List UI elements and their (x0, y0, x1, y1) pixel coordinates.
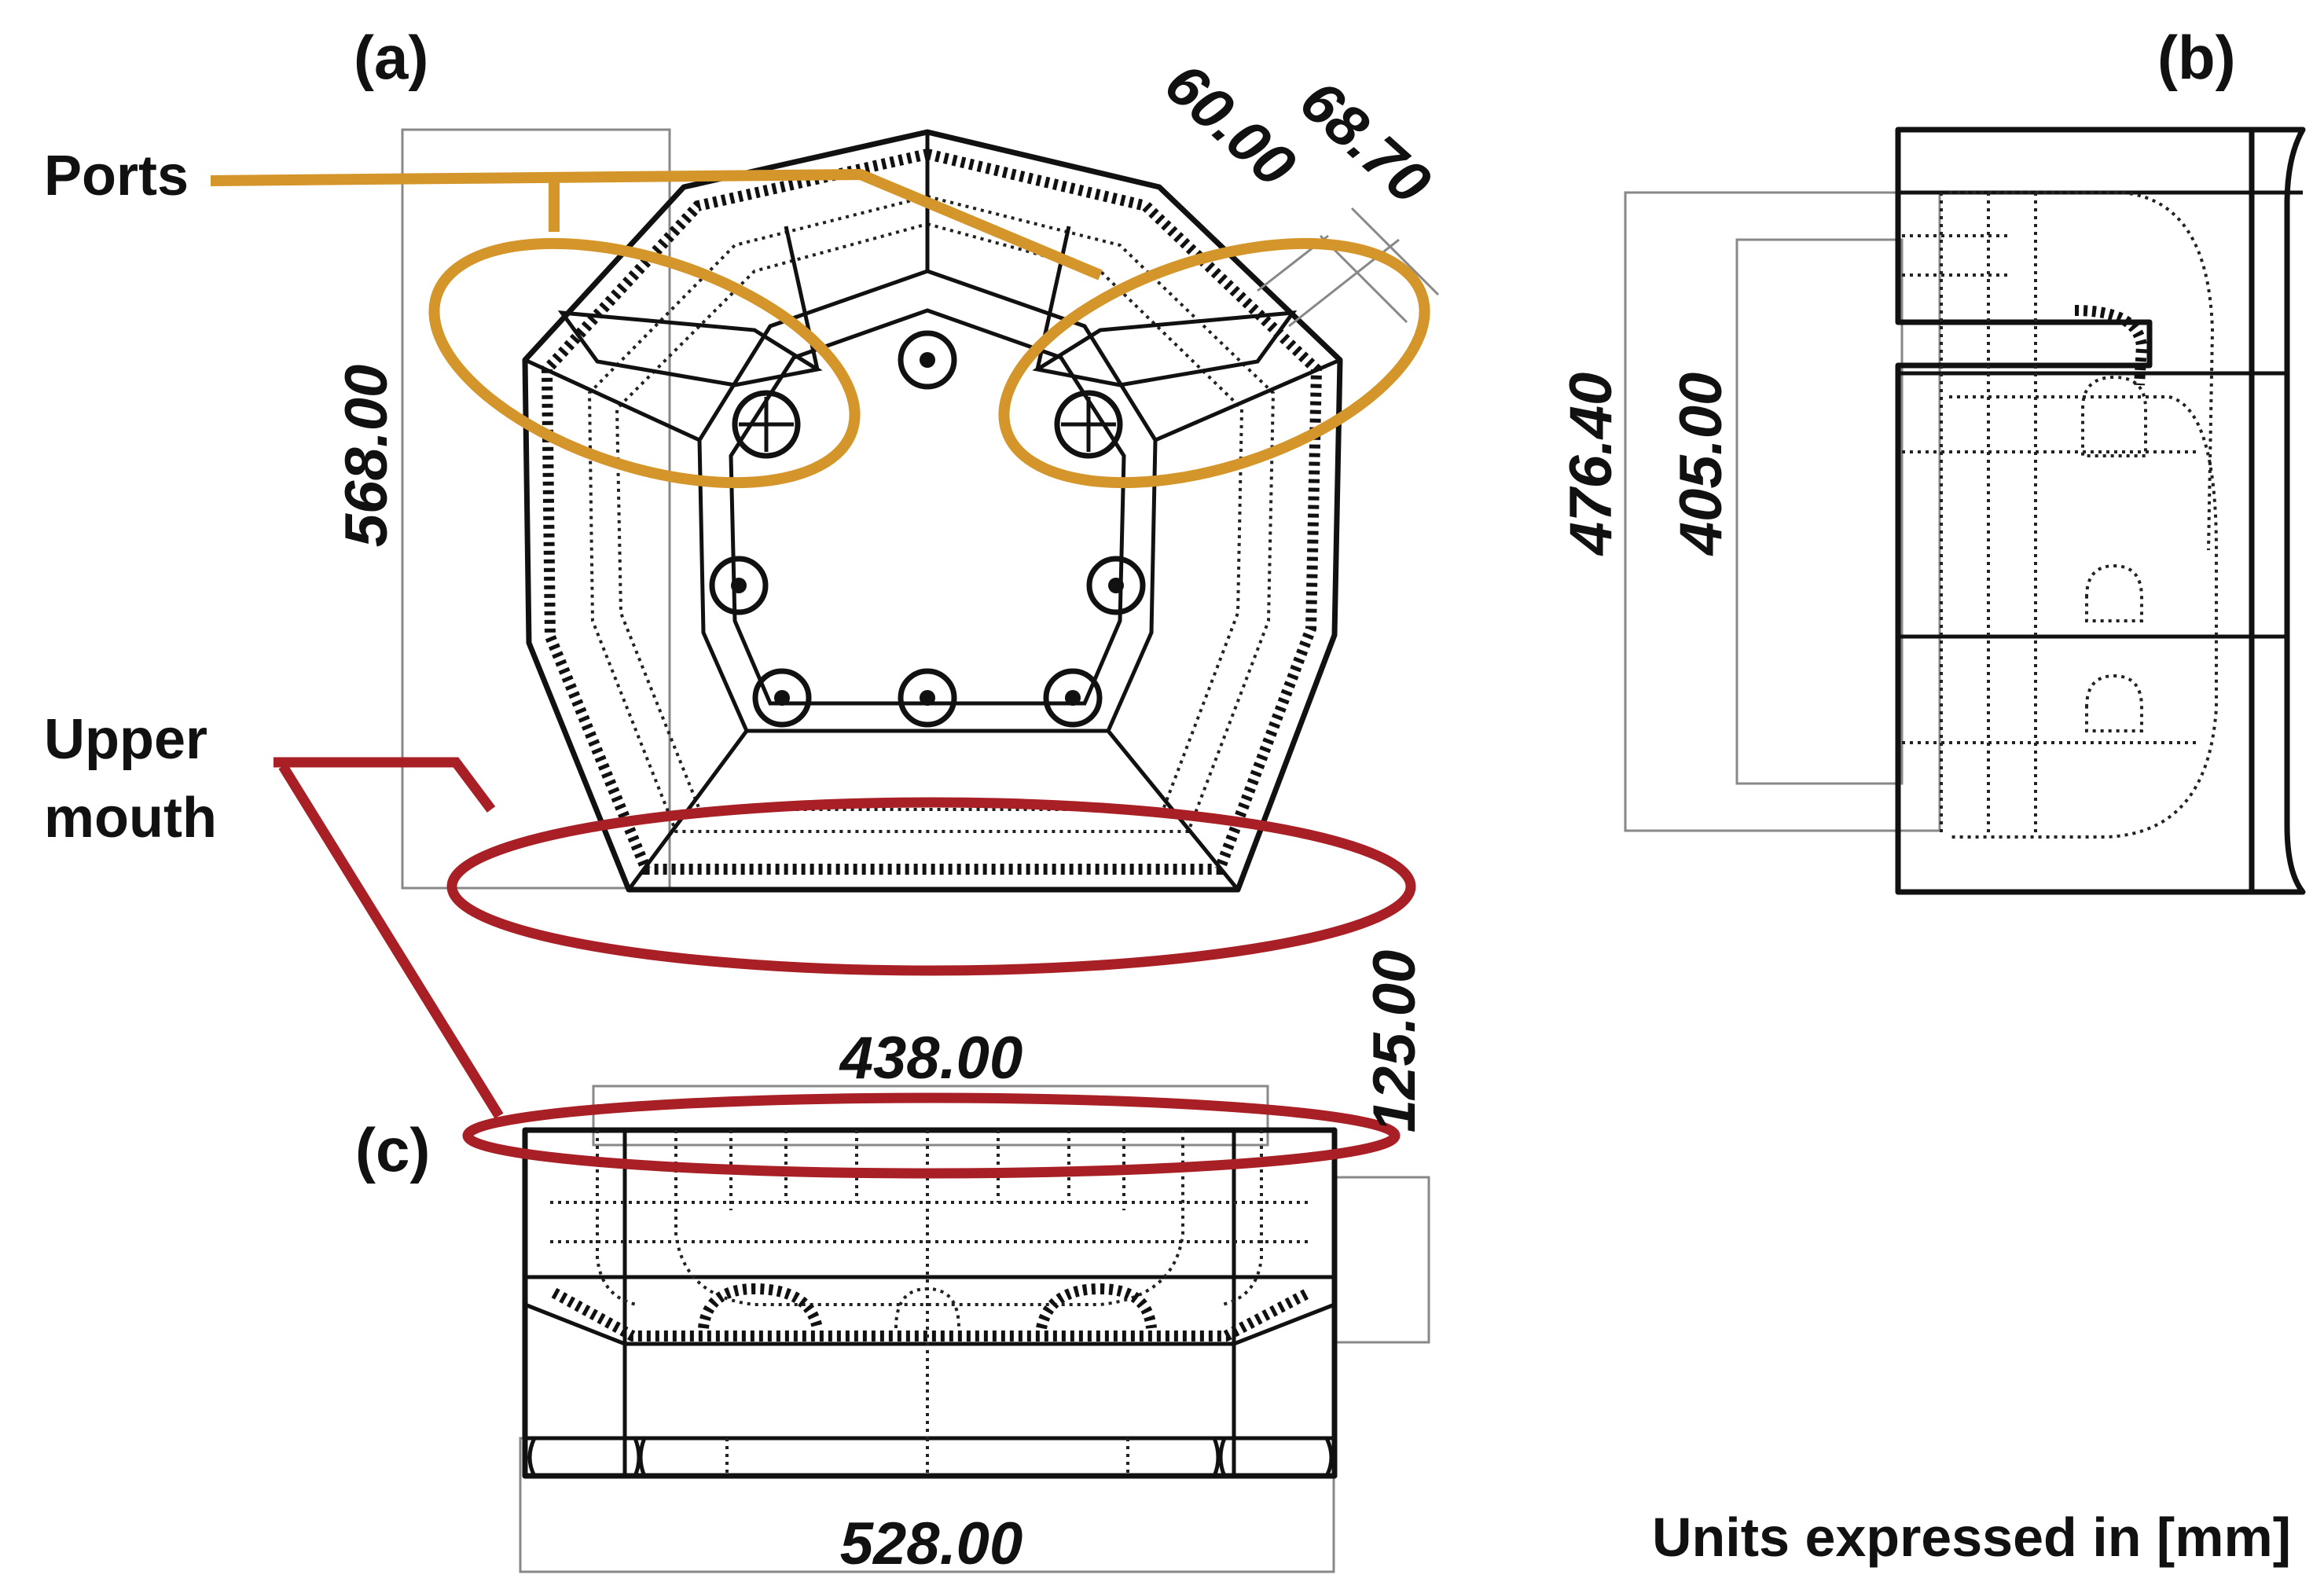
port-hole-left (732, 390, 801, 459)
panel-a-inner-ring-1 (587, 194, 1276, 833)
panel-a-outer-wall (522, 129, 1343, 893)
panel-c-floor-line (524, 1302, 1335, 1346)
panel-c-hidden-horizontals (550, 1201, 1309, 1243)
upper-mouth-callout (274, 757, 1416, 1119)
dim-476-4: 476.40 (1558, 373, 1625, 556)
panel-a-bounding-frame (401, 128, 671, 890)
panel-label-a: (a) (354, 23, 428, 92)
panel-a-radial-right-upper (1155, 358, 1341, 442)
ports-callout (210, 169, 1430, 489)
dim-60: 60.00 (1152, 50, 1308, 200)
upper-mouth-ellipse-front (462, 1092, 1401, 1179)
panel-c-knob-center (894, 1287, 960, 1329)
panel-a-wall-dots (541, 148, 1323, 875)
panel-b-inner-dim-frame (1735, 238, 1904, 785)
panel-b-hidden-curve-body (1949, 395, 2218, 839)
panel-c-knob-right (1036, 1283, 1157, 1330)
ports-ellipse-left (428, 237, 861, 489)
panel-b-knob-3 (2085, 674, 2143, 732)
dim-line-port-d (1350, 207, 1440, 296)
panel-c-base-hidden (725, 1438, 1129, 1476)
panel-b-port-knob-1 (2081, 375, 2147, 457)
port-hole-right (1054, 390, 1123, 459)
dim-125: 125.00 (1361, 950, 1428, 1132)
panel-b-hidden-horizontals (1902, 234, 2201, 744)
hole-right-mid (1086, 556, 1146, 615)
dim-528: 528.00 (840, 1510, 1022, 1577)
upper-mouth-label-line2: mouth (44, 787, 217, 850)
panel-c-knob-left (698, 1283, 823, 1330)
panel-a-inner-ring-2 (615, 222, 1244, 811)
hole-left-mid (709, 556, 769, 615)
panel-c-side-dim-frame (1333, 1176, 1430, 1344)
panel-b-port-nozzle (2074, 305, 2148, 386)
panel-a-left-port-duct (557, 310, 823, 387)
panel-a-right-port-duct (1032, 310, 1298, 387)
panel-b-side-view (1624, 127, 2306, 895)
units-note: Units expressed in [mm] (1652, 1507, 2291, 1568)
panel-c-floor-dots (551, 1287, 1312, 1342)
hole-bottom-right (1043, 668, 1103, 728)
ports-ellipse-right (998, 237, 1430, 489)
dim-438: 438.00 (839, 1025, 1022, 1092)
panel-c-hidden-sides (596, 1130, 1263, 1306)
panel-b-knob-2 (2085, 563, 2143, 622)
panel-b-body (1895, 127, 2255, 895)
panel-a-cavity-floor (729, 308, 1126, 706)
panel-c-hidden-bowl (674, 1130, 1184, 1306)
upper-mouth-ellipse-top (446, 797, 1416, 976)
panel-b-hidden-curve-top (1949, 191, 2215, 551)
dim-68-7: 68.70 (1287, 68, 1443, 217)
panel-c-base-feet (527, 1437, 1334, 1477)
upper-mouth-leader-down (278, 763, 504, 1119)
upper-mouth-label-line1: Upper (44, 708, 207, 771)
ports-label: Ports (44, 145, 189, 207)
hole-top (898, 330, 957, 390)
panel-a-left-port-edge (784, 226, 820, 370)
panel-b-hidden-verticals (1940, 193, 2037, 833)
panel-c-front-view (462, 1085, 1430, 1573)
panel-label-b: (b) (2157, 23, 2236, 92)
upper-mouth-leader-top (274, 757, 496, 813)
panel-label-c: (c) (355, 1115, 430, 1184)
panel-a-holes (709, 330, 1146, 728)
dim-568: 568.00 (333, 365, 400, 547)
panel-c-top-dim-frame (592, 1085, 1269, 1147)
hole-bottom-left (752, 668, 812, 728)
panel-a-radial-left-upper (523, 358, 701, 442)
panel-b-outer-dim-frame (1624, 191, 1941, 832)
panel-b-rim (2252, 127, 2306, 895)
hole-bottom-center (898, 668, 957, 728)
dim-405: 405.00 (1668, 373, 1735, 556)
ports-leader-line (210, 169, 1103, 281)
